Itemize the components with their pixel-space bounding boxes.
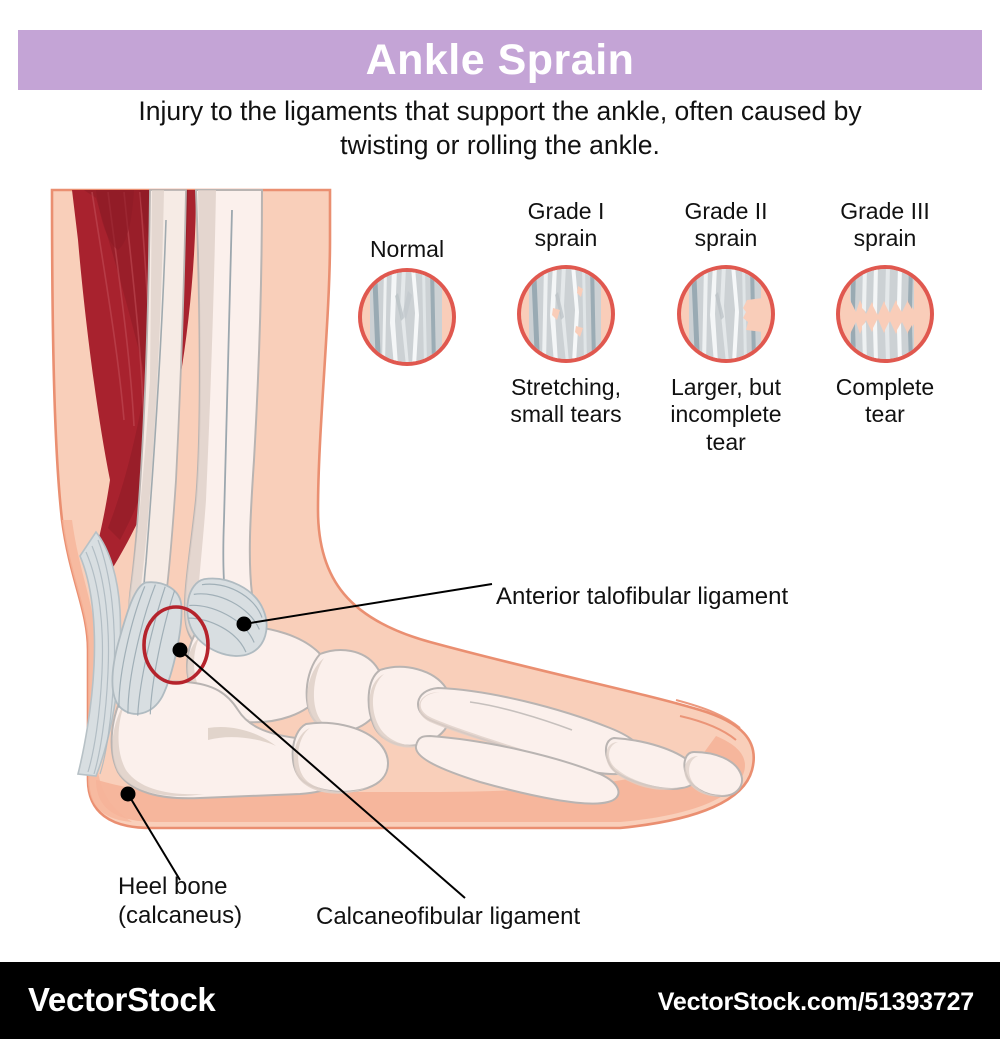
label-heel-bone: Heel bone (calcaneus): [118, 873, 243, 930]
marker-cfl: [172, 642, 188, 658]
subtitle-line-2: twisting or rolling the ankle.: [340, 129, 660, 160]
ligament-cross-section-normal: [332, 263, 482, 371]
subtitle: Injury to the ligaments that support the…: [60, 95, 940, 163]
grade-item-3: Grade III sprain: [810, 198, 960, 429]
page-title: Ankle Sprain: [365, 35, 635, 84]
marker-heel: [120, 786, 136, 802]
ligament-cross-section-grade-2: [651, 260, 801, 368]
metatarsal-bones: [414, 686, 645, 805]
vectorstock-brand: VectorStock: [28, 981, 216, 1018]
grade-item-1: Grade I sprain: [491, 198, 641, 429]
grade-label-normal: Normal: [369, 236, 445, 262]
watermark-footer: [0, 962, 1000, 1039]
label-calcaneofibular-ligament: Calcaneofibular ligament: [316, 903, 581, 930]
grade-desc-2: Larger, but incomplete tear: [670, 374, 782, 455]
subtitle-line-1: Injury to the ligaments that support the…: [138, 96, 862, 126]
phalanx-bones: [605, 736, 743, 798]
lower-leg-bones: [127, 189, 264, 653]
ligament-cross-section-grade-1: [491, 260, 641, 368]
foot-anatomy-illustration: [0, 180, 1000, 920]
grade-label-1: Grade I sprain: [527, 198, 605, 252]
grade-desc-3: Complete tear: [835, 374, 935, 428]
midfoot-bones: [291, 649, 454, 794]
title-band: Ankle Sprain: [18, 30, 982, 90]
grade-label-3: Grade III sprain: [840, 198, 930, 252]
vectorstock-url: VectorStock.com/51393727: [657, 988, 974, 1016]
callout-markers: [120, 616, 252, 802]
grade-label-2: Grade II sprain: [684, 198, 768, 252]
injury-highlight-ring: [142, 605, 210, 685]
callout-leader-lines: [127, 583, 493, 899]
sprain-grade-strip: Normal: [330, 198, 980, 498]
grade-item-2: Grade II sprain: [651, 198, 801, 456]
grade-desc-1: Stretching, small tears: [510, 374, 622, 428]
grade-item-normal: Normal: [332, 236, 482, 377]
ligament-cross-section-grade-3: [810, 260, 960, 368]
marker-atfl: [236, 616, 252, 632]
label-anterior-talofibular-ligament: Anterior talofibular ligament: [496, 583, 789, 610]
